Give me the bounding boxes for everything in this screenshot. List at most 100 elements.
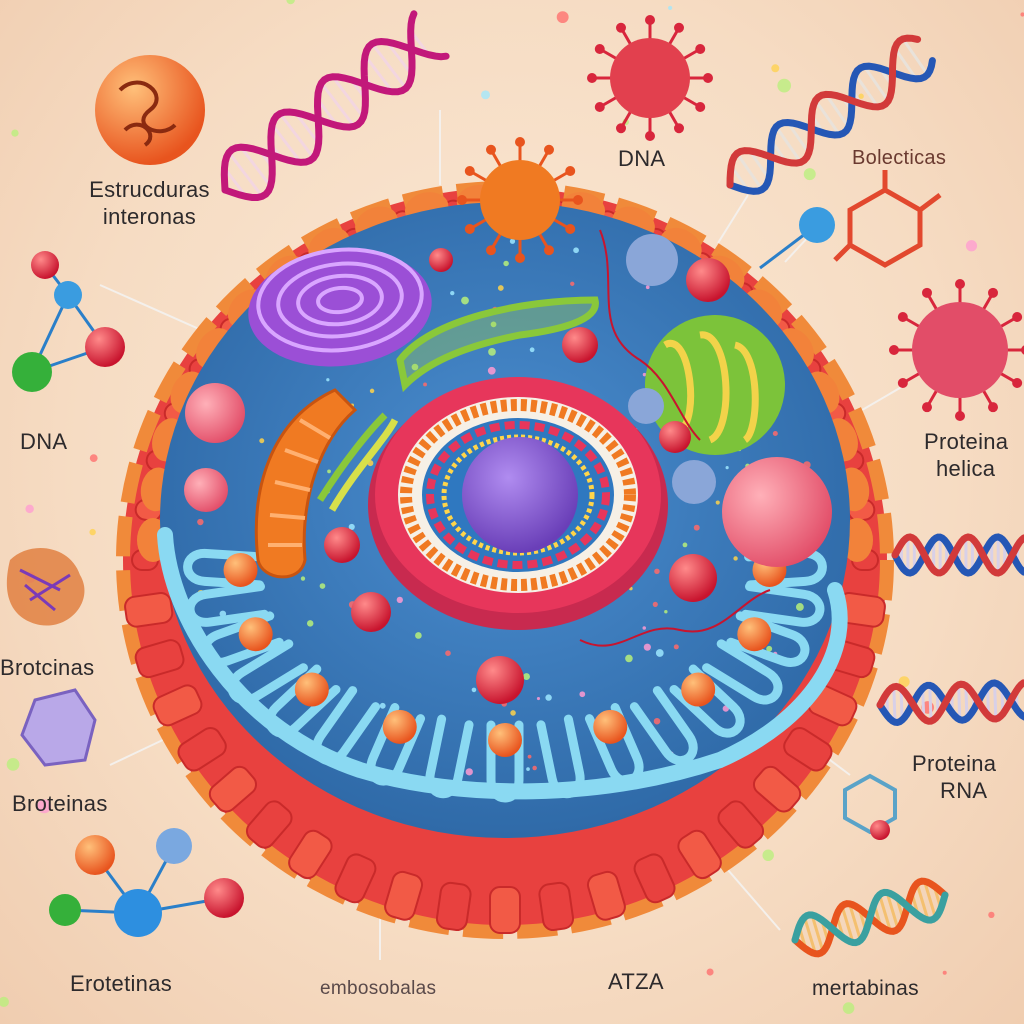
floating-dot bbox=[0, 996, 9, 1008]
dna-strand bbox=[221, 37, 450, 201]
speckle bbox=[411, 363, 419, 371]
speckle bbox=[693, 524, 700, 531]
floating-dot bbox=[842, 1002, 855, 1014]
speckle bbox=[327, 469, 331, 474]
speckle bbox=[319, 583, 326, 589]
dna-rung bbox=[271, 123, 302, 164]
virus-spike-tip bbox=[594, 102, 605, 112]
speckle bbox=[487, 366, 496, 375]
protein-blobs bbox=[6, 55, 205, 767]
floating-dot bbox=[706, 968, 714, 976]
virus-spike-tip bbox=[544, 245, 554, 256]
label-atza: ATZA bbox=[608, 969, 664, 994]
speckle bbox=[461, 296, 469, 305]
virus-spike-tip bbox=[544, 144, 554, 155]
floating-dot bbox=[988, 911, 995, 919]
dna-strand bbox=[220, 10, 418, 194]
virus-spike-tip bbox=[486, 144, 496, 155]
speckle bbox=[733, 556, 738, 561]
virus-spike-tip bbox=[587, 73, 597, 83]
floating-dot bbox=[898, 676, 910, 688]
floating-dot bbox=[89, 528, 96, 536]
speckle bbox=[465, 768, 473, 776]
er-fold bbox=[584, 703, 644, 786]
speckle bbox=[725, 466, 729, 470]
speckle bbox=[526, 767, 530, 771]
dna-rung bbox=[331, 75, 365, 119]
dna-rung bbox=[735, 152, 764, 191]
floating-dot bbox=[481, 90, 490, 100]
dna-rung bbox=[923, 880, 937, 919]
floating-dot bbox=[803, 168, 816, 181]
speckle bbox=[652, 601, 658, 607]
er-fold bbox=[741, 582, 825, 627]
er-fold bbox=[536, 714, 585, 799]
label-embosobalas: embosobalas bbox=[320, 978, 437, 999]
virus-spike-tip bbox=[703, 73, 713, 83]
vesicles bbox=[184, 234, 832, 704]
ribosome-bead bbox=[681, 672, 716, 707]
virus-spike-tip bbox=[695, 102, 706, 112]
green-organelles bbox=[317, 296, 599, 512]
er-fold bbox=[185, 582, 269, 627]
dna-rung bbox=[803, 916, 817, 955]
virus-spike-tip bbox=[695, 44, 706, 54]
virus-spike-tip bbox=[674, 123, 684, 134]
dna-strand bbox=[876, 679, 1024, 726]
virus-spike-tip bbox=[594, 44, 605, 54]
virus-spike-tip bbox=[573, 195, 583, 205]
virus-spike-tip bbox=[464, 166, 475, 176]
label-brotcinas: Brotcinas bbox=[0, 655, 95, 680]
speckle bbox=[766, 645, 773, 652]
virus-spike-tip bbox=[565, 224, 576, 234]
ribosome-bead bbox=[488, 723, 522, 757]
small-molecule-ball bbox=[870, 820, 890, 840]
membrane-segment bbox=[717, 800, 765, 849]
label-proteina-helica: Proteina helica bbox=[924, 429, 1009, 481]
virus-spike-tip bbox=[1012, 312, 1023, 322]
speckle bbox=[579, 691, 586, 698]
label-dna-top: DNA bbox=[618, 146, 666, 171]
dna-rung bbox=[957, 684, 962, 720]
membrane-segment bbox=[152, 684, 203, 727]
speckle bbox=[488, 348, 496, 356]
membrane-segment bbox=[489, 886, 521, 934]
dna-rung bbox=[863, 65, 890, 102]
speckle bbox=[259, 438, 265, 444]
golgi-apparatus bbox=[248, 247, 432, 367]
virus-spike-tip bbox=[616, 123, 626, 134]
membrane-segment bbox=[288, 829, 333, 880]
dna-rung bbox=[363, 54, 394, 93]
hexagon-structures bbox=[833, 170, 942, 268]
speckle bbox=[379, 702, 386, 709]
dna-rung bbox=[278, 112, 315, 159]
speckle bbox=[642, 626, 646, 630]
floating-dot bbox=[25, 504, 34, 514]
dna-rung bbox=[810, 914, 825, 952]
floating-dot bbox=[858, 93, 864, 99]
red-strand bbox=[599, 229, 701, 441]
mitochondrion-green bbox=[645, 315, 785, 455]
dna-rung bbox=[294, 111, 320, 145]
speckle bbox=[369, 388, 375, 394]
floating-dot bbox=[11, 129, 19, 137]
dna-helices bbox=[220, 10, 1024, 958]
speckle bbox=[306, 620, 314, 627]
speckle bbox=[490, 321, 497, 328]
speckle bbox=[545, 694, 552, 701]
speckle bbox=[300, 576, 306, 581]
ribosome-bead bbox=[238, 617, 273, 652]
speckle bbox=[645, 285, 650, 290]
membrane-segment bbox=[124, 592, 174, 628]
small-hexagon bbox=[843, 773, 897, 835]
speckle bbox=[326, 378, 330, 382]
membrane-segment bbox=[538, 881, 575, 932]
dna-strand bbox=[726, 34, 922, 189]
speckle bbox=[772, 430, 778, 437]
speckle bbox=[532, 765, 537, 771]
membrane-segment bbox=[677, 829, 722, 880]
speckle bbox=[573, 247, 579, 254]
speckle bbox=[471, 687, 477, 693]
label-estructuras: Estrucduras interonas bbox=[89, 177, 210, 229]
